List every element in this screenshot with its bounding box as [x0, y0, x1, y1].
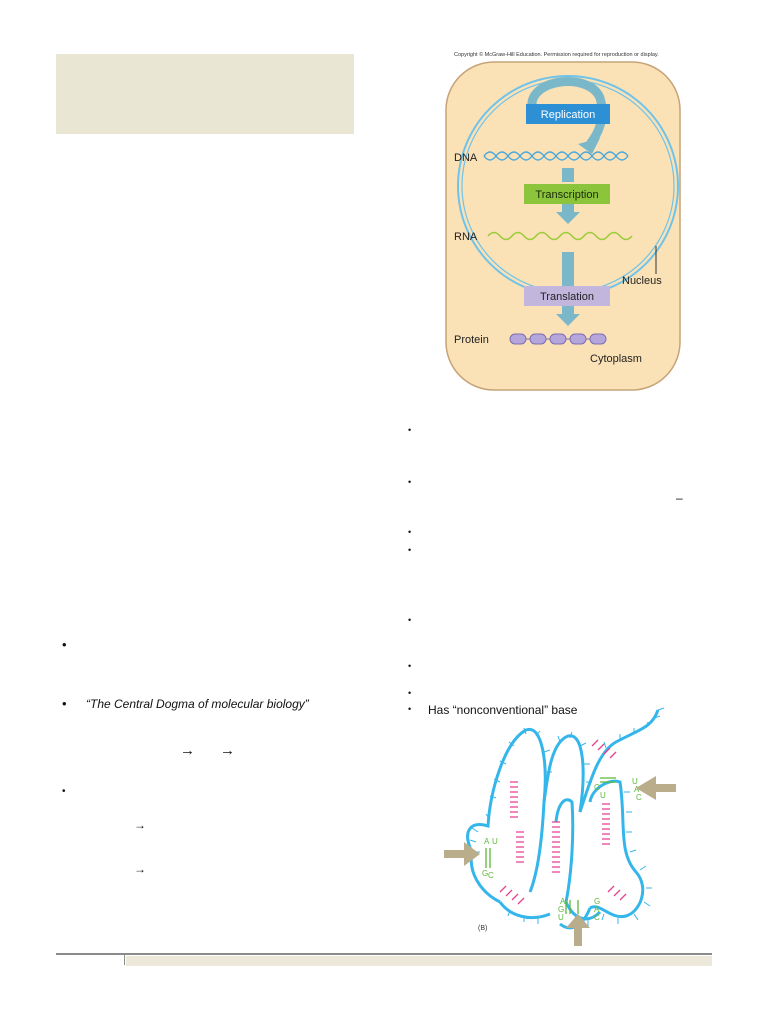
header-box	[56, 54, 354, 134]
bullet-marker: •	[408, 527, 412, 537]
nucleus-label: Nucleus	[622, 275, 662, 287]
bullet-marker: •	[408, 615, 412, 625]
right-pointer-arrow-icon	[636, 776, 676, 800]
bullet-marker: •	[408, 704, 412, 714]
svg-text:G: G	[594, 897, 600, 906]
left-pointer-arrow-icon	[444, 842, 480, 866]
protein-label: Protein	[454, 334, 489, 346]
trna-unconventional-pairs	[485, 777, 616, 914]
transcription-label: Transcription	[535, 189, 598, 201]
rna-strand-icon	[487, 231, 633, 241]
svg-text:C: C	[636, 793, 642, 802]
svg-text:U: U	[632, 777, 638, 786]
trna-base-pairs	[499, 739, 627, 905]
svg-text:U: U	[492, 837, 498, 846]
flow-arrow-shaft	[562, 204, 574, 212]
bullet-marker: •	[62, 786, 66, 797]
footer-rule	[56, 953, 712, 955]
rna-label: RNA	[454, 231, 478, 243]
svg-text:A: A	[560, 897, 566, 906]
panel-label: (B)	[478, 925, 487, 932]
svg-text:G: G	[482, 869, 488, 878]
replication-label: Replication	[541, 109, 595, 121]
dash-mark: –	[676, 491, 683, 505]
transcription-box	[524, 184, 610, 204]
arrow-icon: →	[180, 742, 195, 759]
bullet-marker: •	[408, 477, 412, 487]
bullet-marker: •	[62, 696, 67, 711]
svg-text:C: C	[594, 913, 600, 922]
svg-text:A: A	[484, 837, 490, 846]
flow-arrowhead	[556, 212, 580, 224]
bullet-marker: •	[408, 688, 412, 698]
svg-text:C: C	[488, 871, 494, 880]
svg-text:A: A	[594, 905, 600, 914]
bullet-marker: •	[408, 425, 412, 435]
footer-divider	[124, 953, 125, 965]
flow-arrowhead	[556, 314, 580, 326]
footer-band	[126, 956, 712, 966]
bottom-pointer-arrow-icon	[566, 914, 590, 946]
replication-box	[526, 104, 610, 124]
trna-backbone	[466, 709, 660, 930]
figure-copyright: Copyright © McGraw-Hill Education. Permi…	[454, 52, 659, 58]
svg-text:U: U	[558, 913, 564, 922]
arrow-icon: →	[134, 862, 146, 876]
protein-chain-icon	[509, 333, 607, 345]
flow-arrow-shaft	[562, 252, 574, 286]
arrow-icon: →	[134, 818, 146, 832]
replication-loop-arrowhead	[578, 138, 600, 154]
translation-label: Translation	[540, 291, 594, 303]
cell-body	[445, 61, 681, 391]
translation-box	[524, 286, 610, 306]
dna-helix-icon	[483, 151, 629, 161]
arrow-icon: →	[220, 742, 235, 759]
bullet-marker: •	[62, 637, 67, 652]
replication-loop-arrow	[527, 77, 607, 147]
bullet-marker: •	[408, 661, 412, 671]
svg-text:G: G	[558, 905, 564, 914]
trna-base-letters: U A C G U A U G C A G U G A C	[482, 777, 642, 922]
svg-text:G: G	[594, 783, 600, 792]
bullet-marker: •	[408, 545, 412, 555]
flow-arrow-shaft	[562, 306, 574, 314]
nonconventional-text: Has “nonconventional” base	[428, 703, 578, 717]
central-dogma-figure: Replication DNA Transcription RNA Nucleu…	[445, 61, 681, 391]
cytoplasm-label: Cytoplasm	[590, 353, 642, 365]
dna-label: DNA	[454, 152, 478, 164]
flow-arrow-shaft	[562, 168, 574, 182]
svg-text:U: U	[600, 791, 606, 800]
central-dogma-quote: “The Central Dogma of molecular biology”	[86, 697, 309, 711]
svg-text:A: A	[634, 785, 640, 794]
trna-figure: U A C G U A U G C A G U G A C (B)	[444, 707, 676, 946]
